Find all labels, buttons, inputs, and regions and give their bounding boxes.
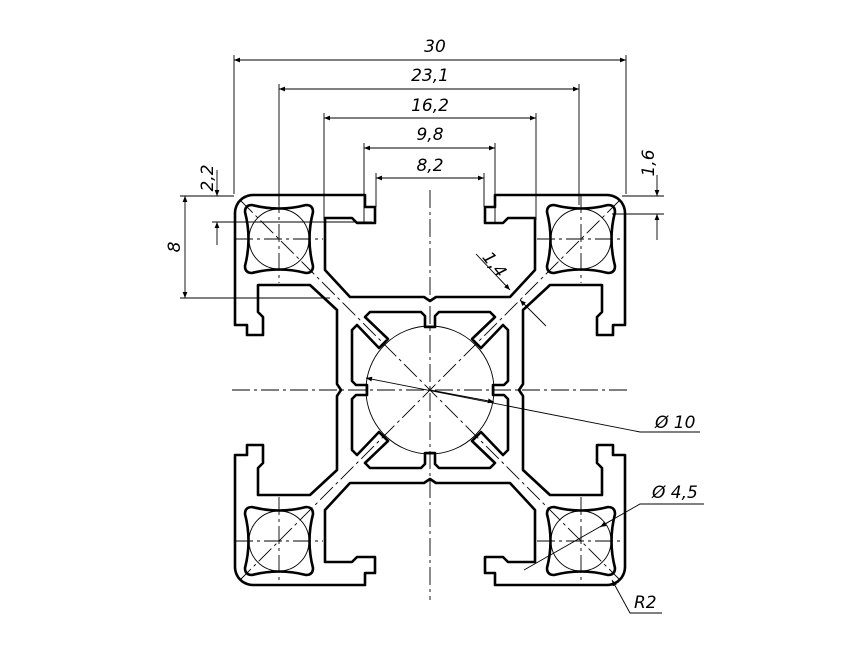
dim-web-thickness: 1,4: [478, 248, 510, 282]
dim-slot-depth: 8: [165, 241, 185, 252]
center-lines: [232, 190, 628, 600]
dim-slot-undercut-width: 9,8: [416, 125, 443, 145]
dim-overall-width: 30: [424, 37, 446, 57]
center-bore-circle: [365, 325, 495, 455]
dim-lip-thickness: 1,6: [639, 149, 659, 176]
dim-slot-inner-width: 16,2: [411, 96, 449, 116]
dim-slot-opening: 8,2: [416, 156, 443, 176]
dim-corner-bore: Ø 4,5: [651, 483, 698, 503]
profile-center-cavity: [350, 310, 510, 470]
dim-wall-top: 2,2: [198, 164, 218, 191]
profile-outer-contour: [233, 193, 627, 587]
dim-slot-center-distance: 23,1: [411, 66, 449, 86]
profile: [233, 193, 627, 587]
dim-center-bore: Ø 10: [654, 413, 695, 433]
dim-corner-radius: R2: [634, 593, 657, 613]
dimensions: 30 23,1 16,2 9,8 8,2 2,2 8: [165, 37, 704, 614]
